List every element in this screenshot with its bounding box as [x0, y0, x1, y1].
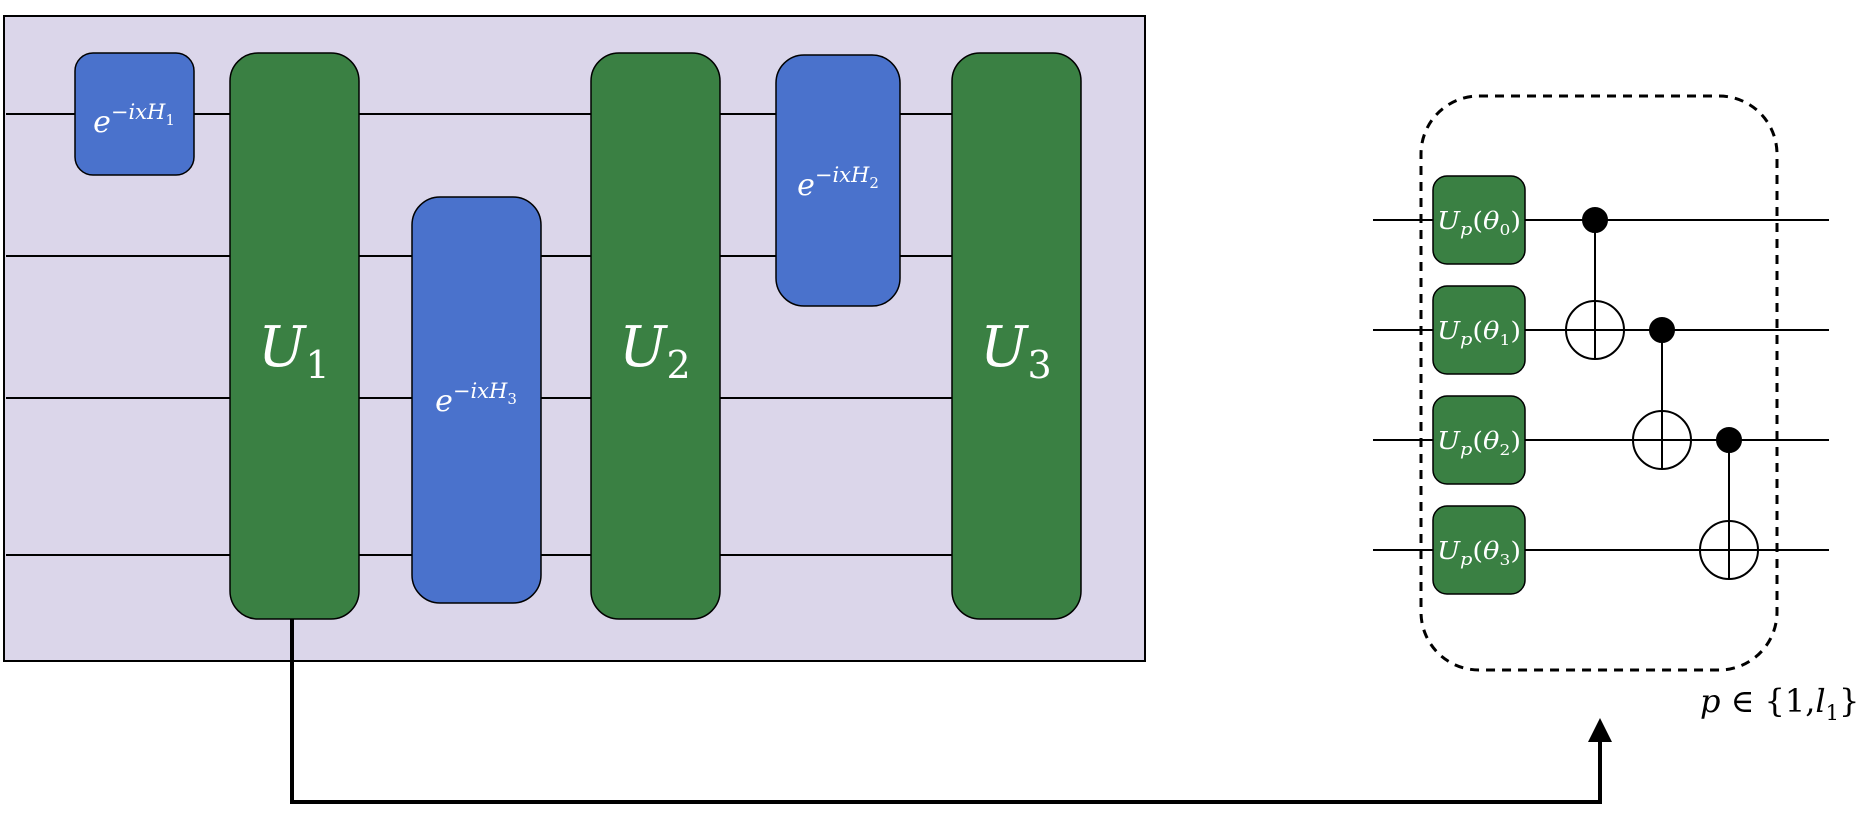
label-u3: U3: [980, 315, 1051, 387]
cnot-0-1: [1565, 207, 1625, 360]
label-h2: e−ixH2: [797, 163, 879, 203]
gate-up-3: [1432, 505, 1526, 595]
control-dot: [1649, 317, 1675, 343]
gate-u3: [951, 52, 1082, 620]
layer-outline: [1419, 94, 1779, 672]
cnot-1-2: [1632, 317, 1692, 470]
gate-h1: [74, 52, 195, 176]
arrowhead: [1588, 718, 1612, 742]
gate-u1: [229, 52, 360, 620]
label-u2: U2: [619, 315, 690, 387]
layer-detail-wires: [1373, 219, 1829, 551]
control-dot: [1582, 207, 1608, 233]
gate-h2: [775, 54, 901, 307]
gate-u2: [590, 52, 721, 620]
gate-up-0: [1432, 175, 1526, 265]
gate-up-2: [1432, 395, 1526, 485]
label-h1: e−ixH1: [93, 100, 175, 140]
control-dot: [1716, 427, 1742, 453]
gate-up-1: [1432, 285, 1526, 375]
label-h3: e−ixH3: [435, 379, 517, 419]
expansion-arrow: [290, 619, 1612, 804]
gate-h3: [411, 196, 542, 604]
label-u1: U1: [258, 315, 329, 387]
cnot-2-3: [1699, 427, 1759, 580]
layer-range-label: p ∈ {1,l1}: [1700, 682, 1859, 725]
